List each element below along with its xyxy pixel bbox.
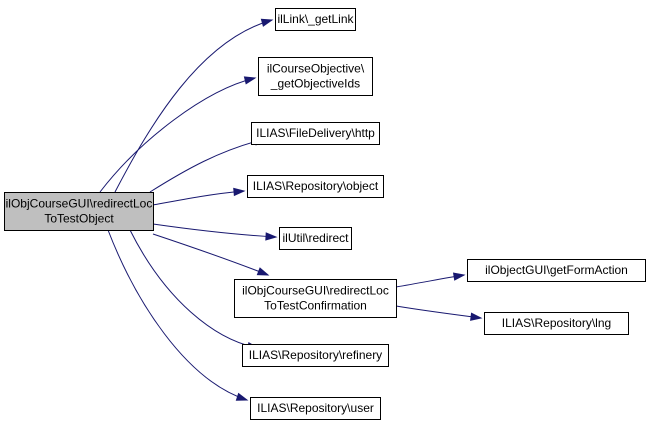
node-label-line: ilObjectGUI\getFormAction [485,263,628,277]
edge-line [99,77,256,193]
node-form[interactable]: ilObjectGUI\getFormAction [467,259,646,282]
arrowhead [452,272,466,281]
edge-line [129,229,259,349]
edge-line [152,190,245,206]
node-label-line: ILIAS\Repository\lng [502,316,611,330]
arrowhead [260,18,274,27]
arrowhead [243,76,257,85]
node-label-line: ILIAS\Repository\user [257,401,374,415]
arrowhead [256,267,270,276]
node-label-line: ilUtil\redirect [282,231,349,245]
edge-line [395,305,482,319]
node-box [4,192,154,231]
edge-root-to-getobj [99,76,257,193]
node-label-line: ilObjCourseGUI\redirectLoc [6,197,153,211]
edge-line [152,233,269,276]
node-label-line: ILIAS\Repository\refinery [249,348,382,362]
edge-root-to-getlink [114,18,274,193]
edge-root-to-object [152,187,246,206]
node-box [234,279,397,318]
node-box [251,122,380,145]
node-getobj[interactable]: ilCourseObjective\_getObjectiveIds [258,57,373,96]
node-user[interactable]: ILIAS\Repository\user [250,397,381,420]
edge-root-to-confirm [152,233,270,276]
node-label-line: ilCourseObjective\ [267,62,365,76]
arrowhead [235,392,249,401]
node-box [258,57,373,96]
node-label-line: ilObjCourseGUI\redirectLoc [242,284,389,298]
node-lng[interactable]: ILIAS\Repository\lng [484,312,629,335]
node-label-line: ToTestObject [44,212,114,226]
node-object[interactable]: ILIAS\Repository\object [247,175,384,198]
node-redirect[interactable]: ilUtil\redirect [279,227,352,250]
node-label-line: ToTestConfirmation [264,299,367,313]
edge-root-to-user [107,229,249,401]
node-getlink[interactable]: ilLink\_getLink [275,8,356,31]
node-confirm[interactable]: ilObjCourseGUI\redirectLocToTestConfirma… [234,279,397,318]
arrowhead [470,312,483,321]
node-box [250,397,381,420]
edge-confirm-to-form [395,272,466,288]
nodes-layer: ilObjCourseGUI\redirectLocToTestObjectil… [4,8,646,420]
node-box [242,344,389,367]
edge-line [114,19,273,193]
edge-root-to-redirect [152,223,278,241]
edges-layer [99,18,483,401]
node-refinery[interactable]: ILIAS\Repository\refinery [242,344,389,367]
node-box [275,8,356,31]
edge-line [152,223,277,238]
edge-line [149,138,266,193]
node-label-line: ILIAS\Repository\object [253,179,379,193]
node-box [247,175,384,198]
node-label-line: _getObjectiveIds [270,77,360,91]
node-box [279,227,352,250]
node-box [467,259,646,282]
arrowhead [233,187,246,197]
node-box [484,312,629,335]
edge-line [107,229,248,401]
edge-confirm-to-lng [395,305,483,321]
node-label-line: ilLink\_getLink [277,12,354,26]
arrowhead [265,232,278,241]
node-label-line: ILIAS\FileDelivery\http [256,126,375,140]
node-http[interactable]: ILIAS\FileDelivery\http [251,122,380,145]
